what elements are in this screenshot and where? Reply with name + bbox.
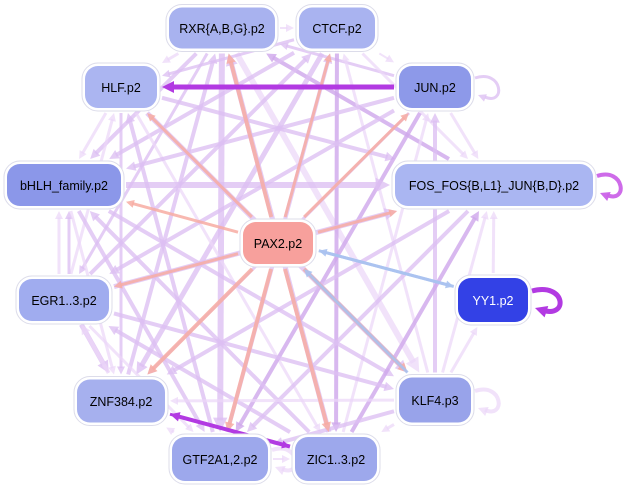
node-FOS[interactable]: FOS_FOS{B,L1}_JUN{B,D}.p2 [391,160,597,210]
edge-KLF4-to-PAX2 [304,269,409,374]
edge-KLF4-to-ZIC [381,423,395,432]
node-label-bHLH: bHLH_family.p2 [20,179,108,193]
node-label-CTCF: CTCF.p2 [312,22,361,36]
edge-PAX2-to-HLF [147,113,253,219]
edge-HLF-to-bHLH [79,112,108,159]
edge-RXR-to-KLF4 [233,52,420,373]
edge-KLF4-to-KLF4 [474,387,501,416]
node-label-PAX2: PAX2.p2 [254,237,302,251]
edge-JUN-to-GTF2A [235,111,422,432]
node-label-ZNF384: ZNF384.p2 [90,395,153,409]
edge-CTCF-to-ZNF384 [136,52,325,375]
edge-PAX2-to-ZIC [283,268,331,432]
edge-JUN-to-JUN [474,75,501,102]
node-RXR[interactable]: RXR{A,B,G}.p2 [165,4,279,52]
node-label-KLF4: KLF4.p3 [411,394,458,408]
node-label-ZIC: ZIC1..3.p2 [307,453,365,467]
node-label-FOS: FOS_FOS{B,L1}_JUN{B,D}.p2 [409,179,579,193]
edge-ZNF384-to-EGR [81,324,111,375]
edge-PAX2-to-ZNF384 [147,267,254,375]
edge-ZIC-to-EGR [108,326,292,434]
edge-PAX2-to-YY1 [318,249,454,289]
edge-FOS-to-FOS [596,172,623,201]
edge-JUN-to-FOS [449,112,479,159]
edge-PAX2-to-bHLH [126,200,239,234]
node-ZIC[interactable]: ZIC1..3.p2 [291,433,381,485]
edge-CTCF-to-JUN [378,52,394,63]
edge-KLF4-to-YY1 [449,327,478,374]
node-JUN[interactable]: JUN.p2 [395,62,475,112]
edge-GTF2A-to-ZNF384 [166,427,176,435]
edge-PAX2-to-JUN [303,113,409,219]
node-YY1[interactable]: YY1.p2 [454,274,532,326]
edge-RXR-to-HLF [162,52,180,64]
edge-HLF-to-ZIC [134,112,321,432]
edge-PAX2-to-FOS [317,209,398,234]
edge-KLF4-to-ZNF384 [170,396,395,405]
edge-EGR-to-bHLH [55,211,63,274]
node-label-HLF: HLF.p2 [101,81,141,95]
node-ZNF384[interactable]: ZNF384.p2 [73,376,169,426]
edge-YY1-to-YY1 [531,287,563,318]
node-CTCF[interactable]: CTCF.p2 [295,4,379,52]
node-label-JUN: JUN.p2 [414,81,456,95]
node-KLF4[interactable]: KLF4.p3 [395,374,475,426]
edge-ZIC-to-bHLH [89,211,311,434]
node-HLF[interactable]: HLF.p2 [81,62,161,112]
node-GTF2A[interactable]: GTF2A1,2.p2 [168,433,272,485]
edge-FOS-to-GTF2A [247,209,470,432]
node-bHLH[interactable]: bHLH_family.p2 [3,160,125,210]
node-label-YY1: YY1.p2 [472,294,513,308]
edge-RXR-to-CTCF [280,24,294,32]
edge-FOS-to-ZNF384 [166,209,451,375]
edge-GTF2A-to-ZIC [273,455,290,463]
node-label-GTF2A: GTF2A1,2.p2 [182,453,257,467]
node-EGR[interactable]: EGR1..3.p2 [15,275,113,325]
edge-ZIC-to-FOS [349,211,480,433]
edge-JUN-to-HLF [162,81,394,93]
edge-CTCF-to-bHLH [109,50,295,159]
node-PAX2[interactable]: PAX2.p2 [239,218,317,268]
edge-PAX2-to-EGR [114,252,239,289]
node-label-RXR: RXR{A,B,G}.p2 [179,22,265,36]
edge-layer [55,24,623,475]
edge-JUN-to-bHLH [126,95,395,171]
node-label-EGR: EGR1..3.p2 [31,294,96,308]
edge-YY1-to-FOS [489,211,498,274]
